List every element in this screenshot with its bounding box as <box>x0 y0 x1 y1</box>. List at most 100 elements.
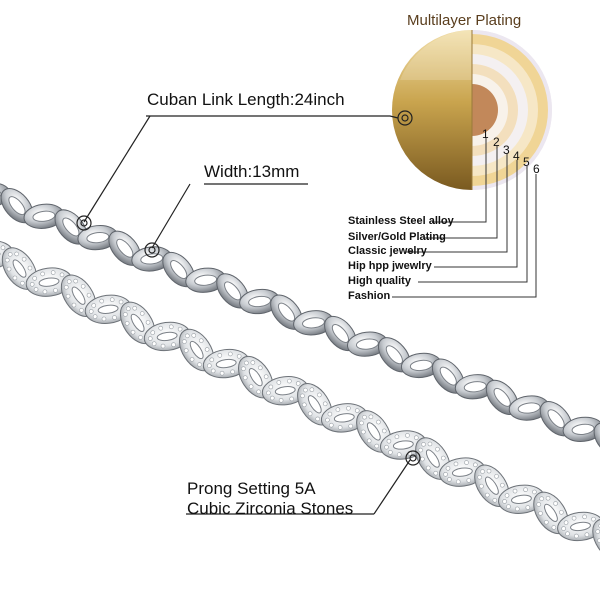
stone <box>494 474 499 479</box>
stone <box>374 443 380 449</box>
stone <box>559 510 564 515</box>
stone <box>584 532 590 537</box>
stone <box>366 438 372 444</box>
stone <box>447 477 452 482</box>
stone <box>539 496 544 501</box>
iced-link <box>320 403 368 433</box>
stone <box>307 411 313 416</box>
stone <box>207 363 212 369</box>
stone <box>42 289 48 295</box>
stone <box>269 395 275 401</box>
stone <box>433 470 439 476</box>
stone <box>276 380 282 385</box>
stone <box>484 492 490 498</box>
stone <box>210 368 216 374</box>
stone <box>359 420 364 426</box>
stone <box>396 452 402 457</box>
stone <box>86 292 92 298</box>
stone <box>523 487 528 492</box>
stone <box>500 482 505 488</box>
stone <box>256 389 261 395</box>
stone <box>263 374 269 379</box>
chain-link <box>562 416 600 442</box>
stone <box>21 256 27 262</box>
stone <box>388 450 393 455</box>
stone <box>217 353 223 358</box>
iced-cuban-chain <box>0 240 600 562</box>
stone <box>124 321 130 326</box>
plain-cuban-chain <box>0 182 600 458</box>
stone <box>420 456 425 462</box>
stone <box>361 429 366 435</box>
stone <box>394 434 400 440</box>
stone <box>327 411 333 417</box>
stone <box>464 460 469 465</box>
stone <box>362 414 367 420</box>
stone <box>563 520 569 525</box>
stone <box>595 529 600 534</box>
stone <box>512 488 518 494</box>
stone <box>544 519 549 525</box>
stone <box>79 308 84 313</box>
prong-callout-line1: Prong Setting 5A <box>187 479 316 498</box>
stone <box>322 401 328 407</box>
chain-link <box>593 422 600 458</box>
stone <box>27 265 33 271</box>
layer-name-2: Silver/Gold Plating <box>348 231 446 243</box>
callout-lines <box>83 115 411 515</box>
stone <box>29 282 35 287</box>
chain-link <box>454 374 496 400</box>
stone <box>477 474 482 480</box>
stone <box>4 257 10 263</box>
stone <box>151 341 157 347</box>
layer-number-1: 1 <box>482 127 489 141</box>
chain-link <box>293 310 334 336</box>
stone <box>88 309 94 314</box>
stone <box>150 330 156 335</box>
layer-number-2: 2 <box>493 135 500 149</box>
stone <box>241 366 246 371</box>
stone <box>453 461 459 467</box>
stone <box>130 329 136 335</box>
stone <box>309 387 315 392</box>
layer-name-5: High quality <box>348 275 411 287</box>
stone <box>50 270 56 275</box>
layer-name-3: Classic jewelry <box>348 245 427 257</box>
stone <box>443 472 448 477</box>
stone <box>183 348 189 353</box>
stone <box>405 433 410 438</box>
stone <box>325 417 330 423</box>
stone <box>248 384 254 389</box>
layer-number-3: 3 <box>503 143 510 157</box>
stone <box>506 504 511 509</box>
stone <box>525 505 531 510</box>
stone <box>185 333 190 339</box>
chain-link <box>23 203 65 229</box>
stone <box>91 303 96 308</box>
layer-name-1: Stainless Steel alloy <box>348 215 454 227</box>
stone <box>435 446 440 452</box>
stone <box>504 493 510 498</box>
stone <box>295 381 301 386</box>
stone <box>171 342 176 347</box>
stone <box>66 279 72 284</box>
stone <box>289 396 294 402</box>
chain-link <box>508 395 550 421</box>
layer-name-6: Fashion <box>348 290 391 302</box>
stone <box>376 419 381 425</box>
stone <box>335 407 341 412</box>
prong-callout: Prong Setting 5A Cubic Zirconia Stones <box>187 479 353 519</box>
length-callout: Cuban Link Length:24inch <box>147 90 345 109</box>
stone <box>445 466 451 471</box>
iced-link <box>84 294 132 324</box>
stone <box>492 498 498 503</box>
stone <box>92 314 98 319</box>
stone <box>32 276 37 281</box>
width-callout: Width:13mm <box>204 162 300 181</box>
stone <box>230 369 235 375</box>
stone <box>346 405 351 411</box>
stone <box>158 325 164 331</box>
stone <box>64 284 69 290</box>
layer-name-4: Hip hpp jwewlry <box>348 260 432 272</box>
stone <box>425 465 431 471</box>
